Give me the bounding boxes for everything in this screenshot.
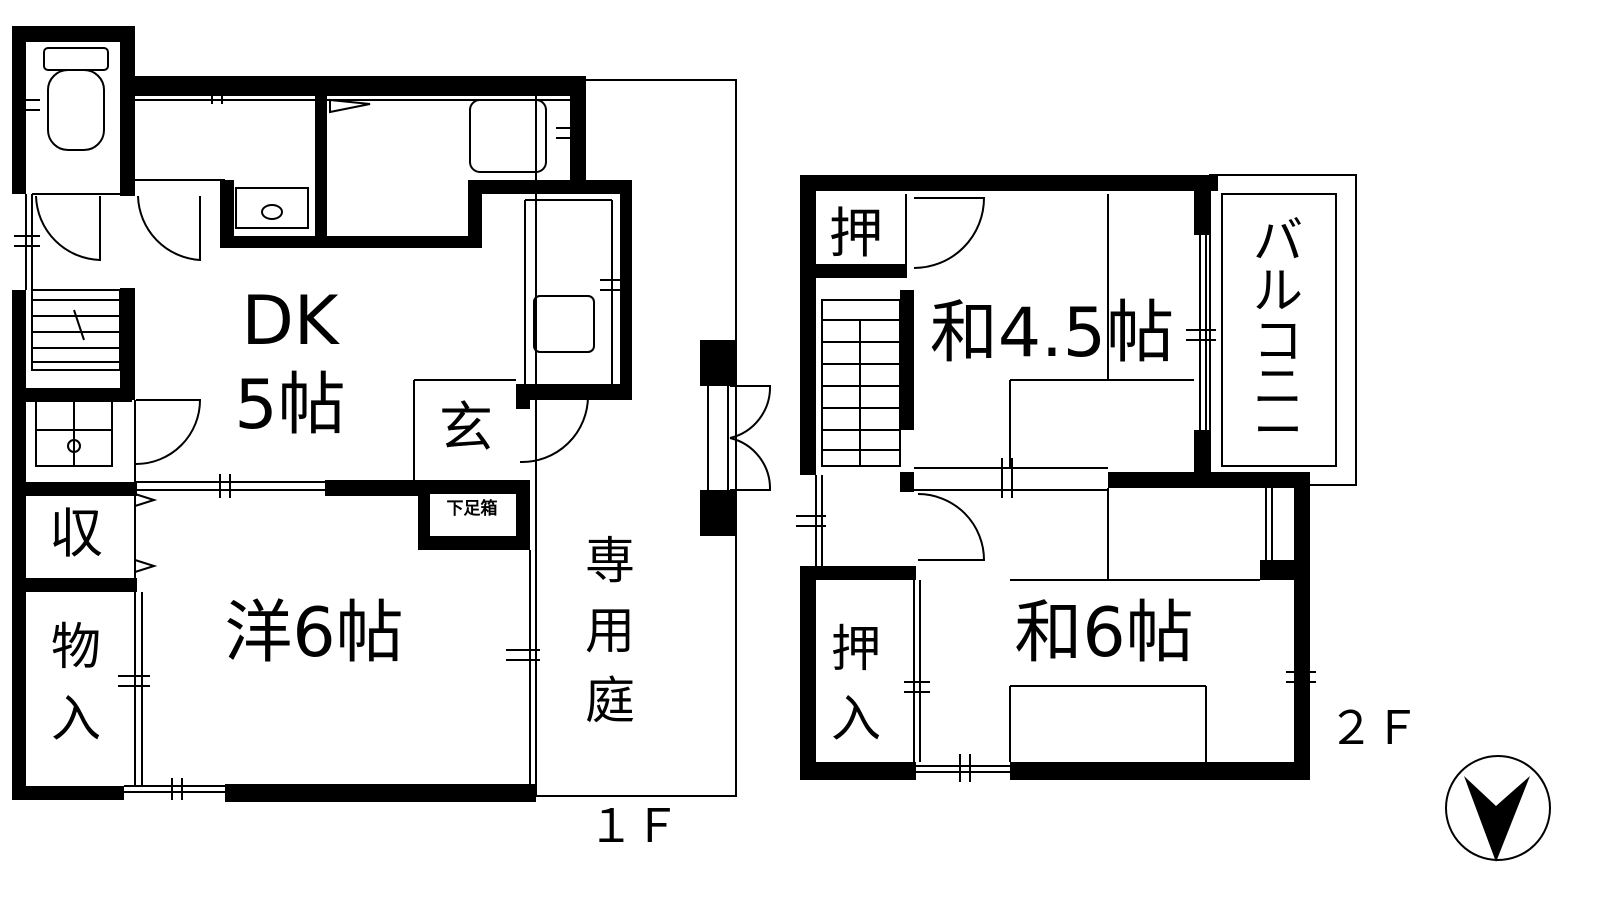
entrance-label: 玄 — [439, 396, 493, 459]
north-arrow-icon — [1445, 755, 1551, 862]
floor-2-plan — [796, 174, 1357, 782]
bathtub-icon — [469, 99, 547, 173]
stove-icon — [35, 397, 113, 467]
garden-outline — [535, 79, 737, 797]
closet-bottom-label-2: 入 — [831, 690, 881, 748]
floor-1-plan — [12, 26, 772, 802]
dk-label-line2: 5帖 — [234, 366, 345, 445]
floor-1-walls — [12, 26, 736, 802]
storage-label: 収 — [49, 502, 103, 565]
floor-2-label: ２Ｆ — [1328, 701, 1420, 755]
wash-basin-icon — [235, 187, 309, 229]
western-room-label: 洋6帖 — [224, 594, 403, 673]
floor-1-label: １Ｆ — [588, 799, 680, 853]
closet-top-label: 押 — [829, 202, 883, 265]
balcony-label-3: コ — [1253, 312, 1303, 370]
shoe-box-label: 下足箱 — [447, 498, 498, 519]
floor-1-window-ticks — [14, 80, 632, 800]
garden-label-1: 専 — [585, 532, 635, 590]
balcony-label-4: ニ — [1253, 358, 1303, 416]
garden-label-2: 用 — [585, 602, 635, 660]
floor-2-window-ticks — [796, 329, 1316, 782]
floor-2-doors — [913, 197, 986, 561]
closet-storage-label-2: 入 — [51, 690, 101, 748]
closet-storage-label-1: 物 — [51, 618, 101, 676]
closet-bottom-label-1: 押 — [831, 620, 881, 678]
floor-1-doors — [35, 98, 772, 573]
stairs-1f-icon — [31, 289, 121, 371]
stairs-2f-icon — [821, 299, 901, 467]
floor-1-thin-lines — [25, 85, 729, 793]
dk-label-line1: DK — [242, 282, 341, 361]
kitchen-sink-icon — [533, 295, 595, 353]
toilet-icon — [43, 47, 109, 151]
floor-2-walls — [800, 175, 1310, 780]
balcony-label-5: ー — [1253, 402, 1303, 460]
japanese-room-large-label: 和6帖 — [1014, 594, 1193, 673]
balcony-label-2: ル — [1253, 262, 1303, 320]
garden-label-3: 庭 — [585, 672, 635, 730]
japanese-room-small-label: 和4.5帖 — [930, 294, 1174, 373]
balcony-label-1: バ — [1253, 212, 1303, 270]
